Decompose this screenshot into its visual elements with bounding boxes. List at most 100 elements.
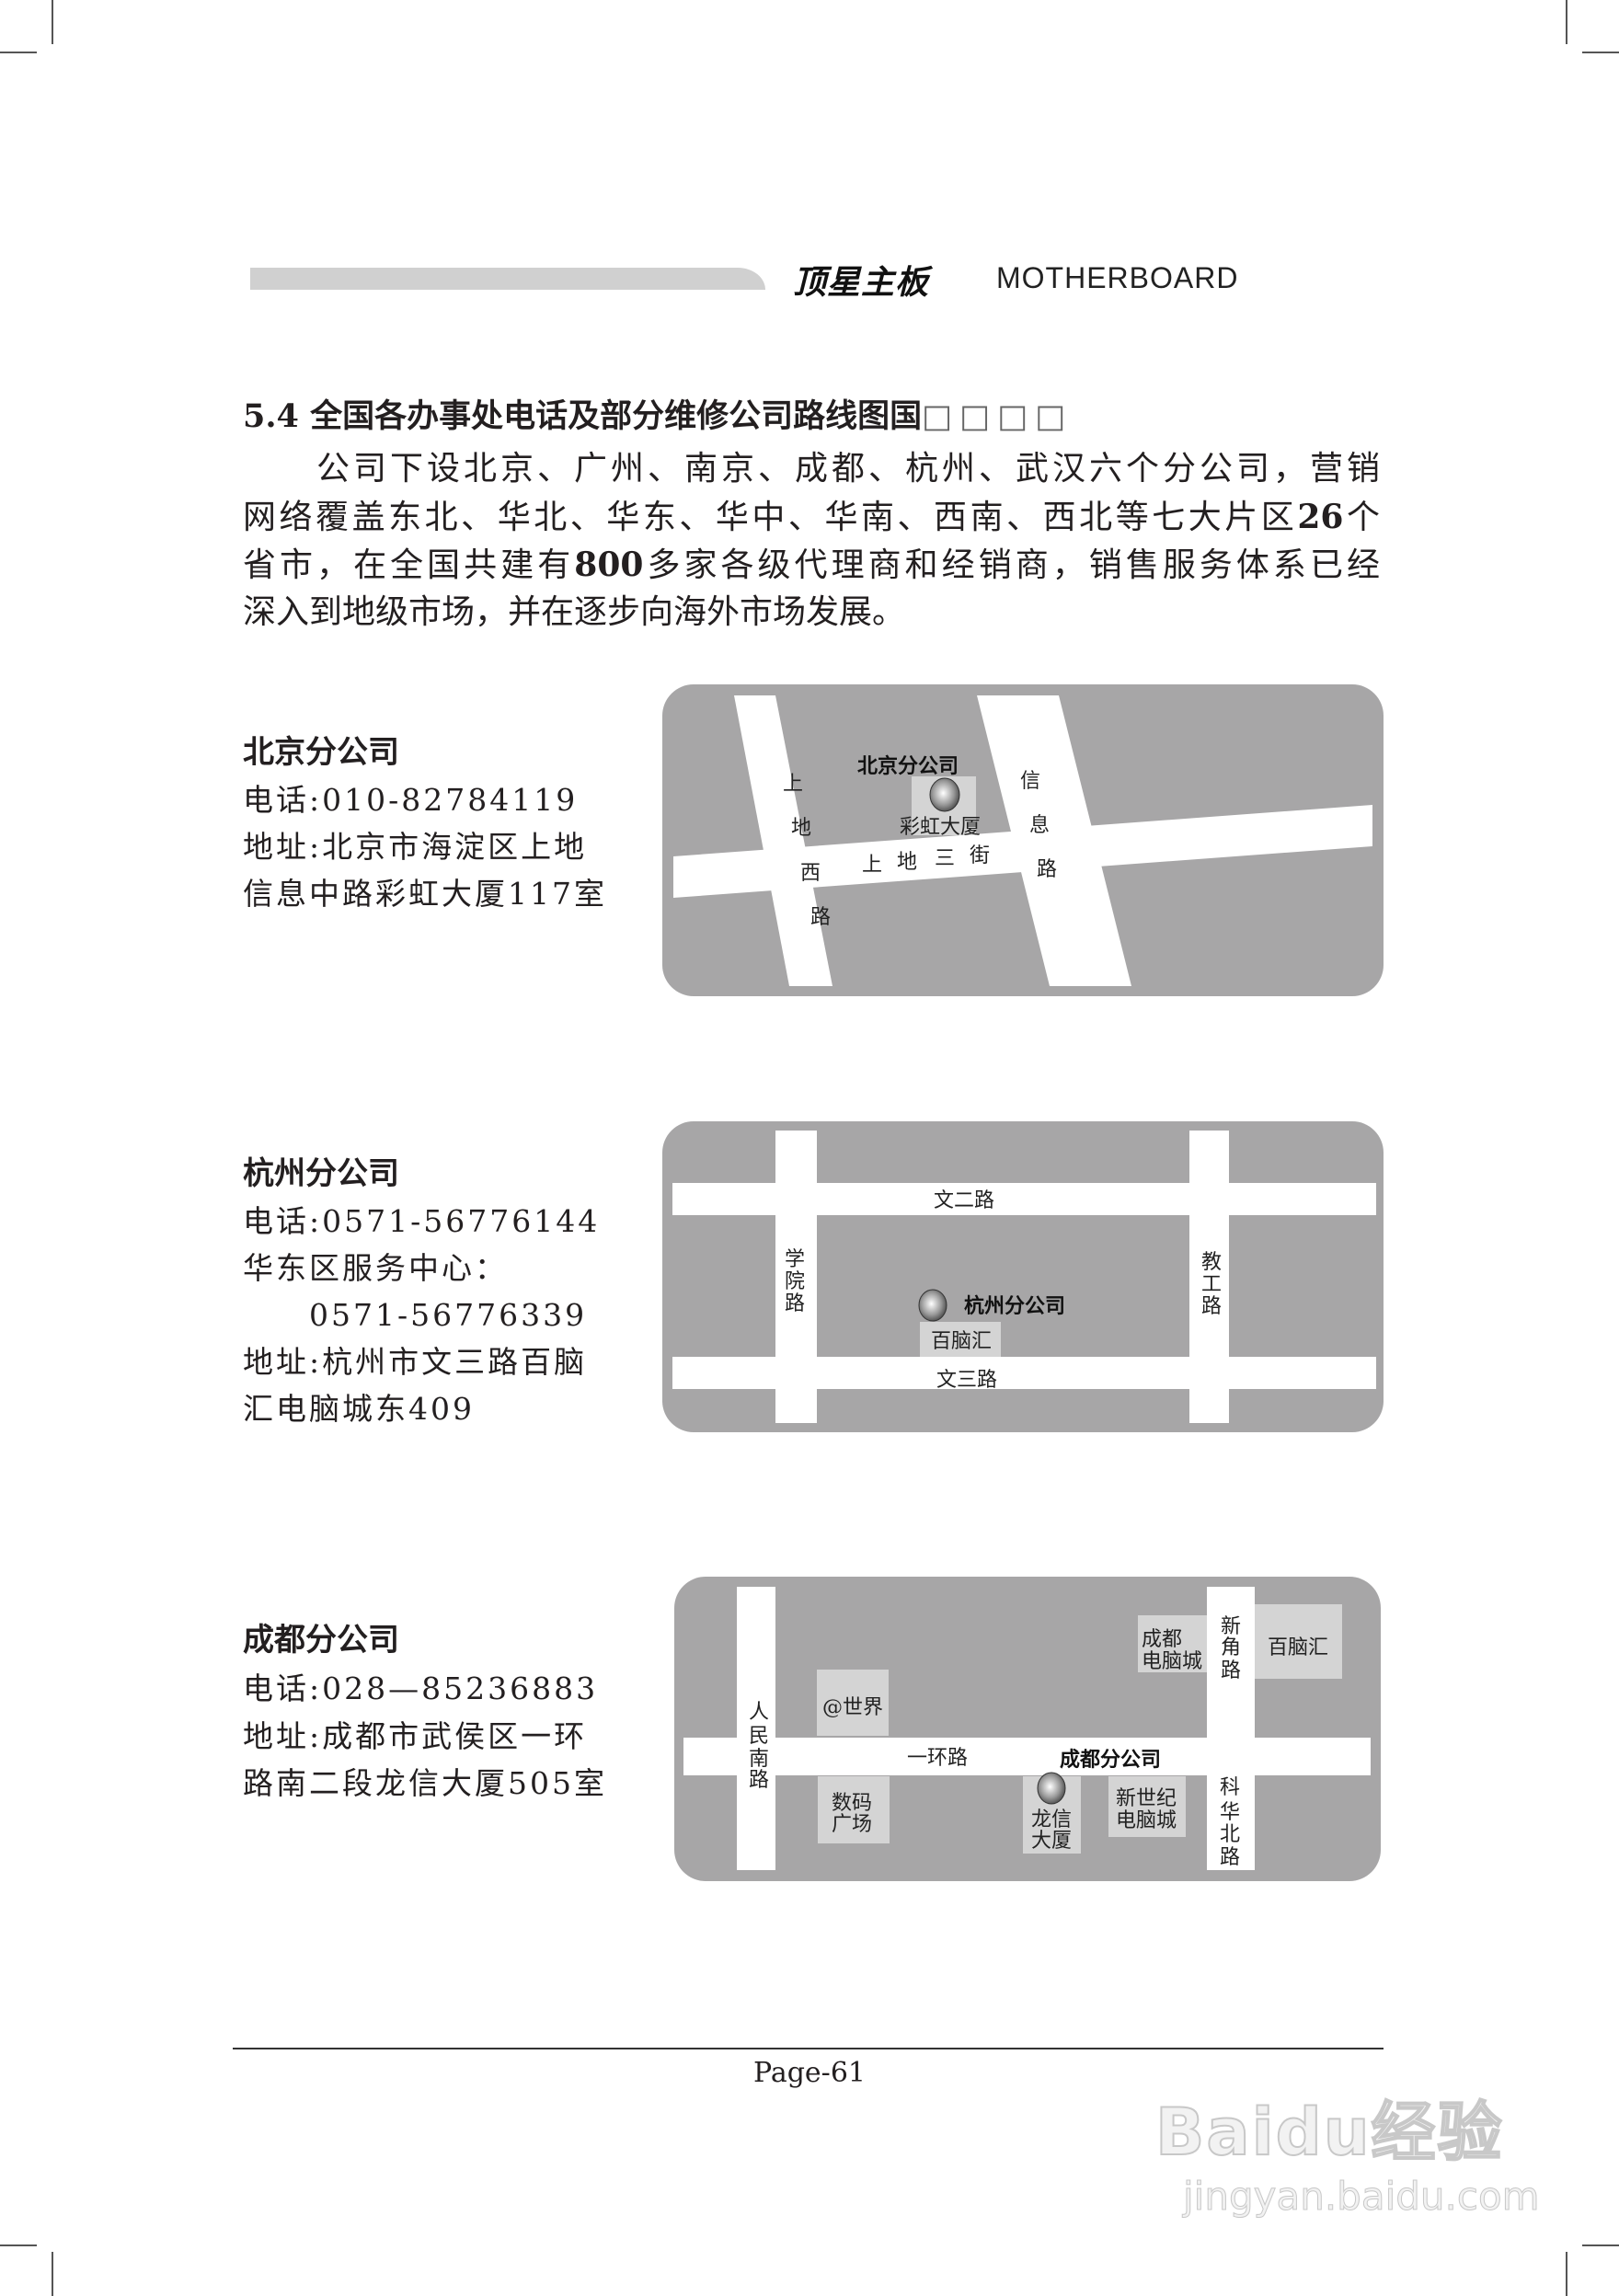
location-marker-icon xyxy=(929,777,960,812)
paragraph-text: 省市，在全国共建有 xyxy=(243,546,575,584)
building-label: 彩虹大厦 xyxy=(900,816,981,839)
landmark-box xyxy=(818,1776,890,1843)
paragraph-text: 多家各级代理商和经销商，销售服务体系已经 xyxy=(643,546,1380,584)
office-title-beijing: 北京分公司 xyxy=(243,734,399,771)
road-wensan xyxy=(672,1357,1376,1389)
office-phone-beijing: 电话:010-82784119 xyxy=(243,782,579,818)
office-label: 杭州分公司 xyxy=(964,1294,1065,1318)
road-label: 文三路 xyxy=(936,1369,997,1392)
road-label: 信 xyxy=(1020,770,1040,793)
road-label: 人 xyxy=(749,1701,769,1724)
landmark-label: 龙信 xyxy=(1031,1808,1072,1831)
landmark-label: 成都 xyxy=(1142,1628,1182,1651)
road-label: 路 xyxy=(810,906,831,929)
office-address-beijing: 信息中路彩虹大厦117室 xyxy=(243,876,607,912)
office-address-chengdu: 地址:成都市武侯区一环 xyxy=(243,1718,588,1754)
crop-mark xyxy=(0,2244,37,2246)
landmark-box xyxy=(1255,1604,1342,1679)
footer-divider xyxy=(233,2048,1384,2049)
crop-mark xyxy=(0,52,37,53)
paragraph-line: 深入到地级市场，并在逐步向海外市场发展。 xyxy=(243,585,905,633)
map-chengdu: @世界 数码 广场 龙信 大厦 新世纪 电脑城 成都 电脑城 百脑汇 新 角 路… xyxy=(674,1577,1381,1881)
road-shangdi-west xyxy=(734,695,832,986)
paragraph-line: 网络覆盖东北、华北、华东、华中、华南、西南、西北等七大片区26个 xyxy=(243,490,1380,538)
landmark-label: 广场 xyxy=(832,1813,872,1836)
road-label: 路 xyxy=(1037,858,1057,881)
road-label: 上 xyxy=(783,773,803,796)
office-address-chengdu: 路南二段龙信大厦505室 xyxy=(243,1765,607,1801)
paragraph-text: 公司下设北京、广州、南京、成都、杭州、武汉六个分公司，营销 xyxy=(313,450,1380,488)
road-label: 三 xyxy=(935,847,955,870)
baidu-watermark: Baidu经验 jingyan.baidu.com xyxy=(1154,2081,1541,2220)
landmark-box xyxy=(1138,1615,1207,1672)
location-marker-icon xyxy=(1037,1772,1066,1805)
crop-mark xyxy=(1566,2252,1567,2296)
landmark-label: 电脑城 xyxy=(1116,1809,1177,1832)
road-yihuan xyxy=(683,1738,1371,1775)
landmark-box xyxy=(1108,1776,1186,1837)
road-xinjiao-kehua xyxy=(1207,1587,1255,1870)
road-label: 路 xyxy=(1220,1846,1240,1869)
landmark-label: @世界 xyxy=(822,1696,883,1719)
road-shangdi-3rd xyxy=(673,805,1372,898)
road-label: 华 xyxy=(1220,1801,1240,1824)
road-label: 息 xyxy=(1029,814,1050,837)
crop-mark xyxy=(52,2252,53,2296)
office-title-hangzhou: 杭州分公司 xyxy=(243,1155,399,1192)
road-label: 一环路 xyxy=(907,1747,968,1770)
road-label: 路 xyxy=(1221,1659,1241,1682)
map-hangzhou: 文二路 文三路 学 院 路 教 工 路 杭州分公司 百脑汇 xyxy=(662,1121,1384,1432)
section-heading: 5.4 全国各办事处电话及部分维修公司路线图国□□□□ xyxy=(243,390,1073,437)
road-label: 教 xyxy=(1201,1251,1222,1274)
landmark-box xyxy=(817,1670,889,1736)
brand-subtitle: MOTHERBOARD xyxy=(996,261,1239,294)
office-phone-hangzhou: 电话:0571-56776144 xyxy=(243,1203,601,1239)
paragraph-text: 网络覆盖东北、华北、华东、华中、华南、西南、西北等七大片区 xyxy=(243,499,1298,536)
office-label: 成都分公司 xyxy=(1060,1748,1161,1772)
paragraph-line: 公司下设北京、广州、南京、成都、杭州、武汉六个分公司，营销 xyxy=(243,442,1380,489)
road-label: 路 xyxy=(749,1769,769,1792)
office-label: 北京分公司 xyxy=(857,754,959,778)
road-label: 街 xyxy=(970,844,990,867)
office-service-phone: 0571-56776339 xyxy=(243,1297,588,1333)
office-service-center: 华东区服务中心： xyxy=(243,1250,508,1286)
road-label: 地 xyxy=(897,851,917,874)
missing-glyph-boxes: □□□□ xyxy=(922,398,1074,435)
road-label: 民 xyxy=(749,1725,769,1748)
header-bar xyxy=(250,268,765,290)
office-address-hangzhou: 汇电脑城东409 xyxy=(243,1391,475,1427)
landmark-label: 新世纪 xyxy=(1116,1787,1177,1810)
paragraph-number: 26 xyxy=(1297,498,1344,536)
brand-logo: 顶星主板 xyxy=(793,264,930,302)
paragraph-number: 800 xyxy=(574,545,644,584)
watermark-url: jingyan.baidu.com xyxy=(1183,2174,1541,2220)
crop-mark xyxy=(1582,2244,1619,2246)
office-address-hangzhou: 地址:杭州市文三路百脑 xyxy=(243,1344,588,1380)
building-box xyxy=(920,1322,1001,1357)
crop-mark xyxy=(52,0,53,44)
road-wener xyxy=(672,1183,1376,1215)
road-label: 角 xyxy=(1221,1636,1241,1659)
crop-mark xyxy=(1582,52,1619,53)
road-label: 学 xyxy=(785,1248,805,1271)
section-heading-text: 5.4 全国各办事处电话及部分维修公司路线图国 xyxy=(243,397,923,435)
map-beijing: 北京分公司 彩虹大厦 上 地 西 路 上 地 三 街 信 息 路 xyxy=(662,684,1384,996)
watermark-logo: Baidu经验 xyxy=(1154,2094,1504,2171)
paragraph-line: 省市，在全国共建有800多家各级代理商和经销商，销售服务体系已经 xyxy=(243,538,1380,586)
road-label: 南 xyxy=(749,1748,769,1771)
road-label: 科 xyxy=(1220,1776,1240,1799)
road-label: 北 xyxy=(1220,1823,1240,1846)
landmark-label: 电脑城 xyxy=(1142,1650,1202,1673)
road-label: 文二路 xyxy=(934,1189,994,1212)
road-label: 上 xyxy=(862,854,882,877)
road-label: 新 xyxy=(1221,1615,1241,1638)
office-title-chengdu: 成都分公司 xyxy=(243,1622,399,1659)
landmark-label: 数码 xyxy=(832,1792,872,1815)
paragraph-text: 个 xyxy=(1343,499,1380,536)
office-phone-chengdu: 电话:028—85236883 xyxy=(243,1670,599,1706)
building-label: 百脑汇 xyxy=(931,1330,992,1353)
paragraph-text: 深入到地级市场，并在逐步向海外市场发展。 xyxy=(243,593,906,631)
page-number: Page-61 xyxy=(753,2057,866,2089)
road-label: 西 xyxy=(800,862,821,885)
landmark-label: 大厦 xyxy=(1031,1830,1072,1853)
